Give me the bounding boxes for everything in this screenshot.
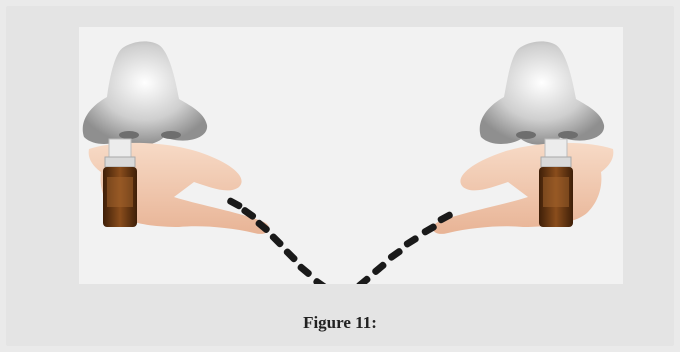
dashed-path-icon (226, 197, 454, 284)
right-nose-icon (480, 41, 604, 144)
nasal-spray-illustration (79, 27, 623, 284)
left-nose-icon (83, 41, 207, 144)
figure-caption: Figure 11: (0, 313, 680, 333)
left-hand-with-spray-icon (89, 139, 270, 234)
figure-image (79, 27, 623, 284)
right-hand-with-spray-icon (433, 139, 614, 234)
